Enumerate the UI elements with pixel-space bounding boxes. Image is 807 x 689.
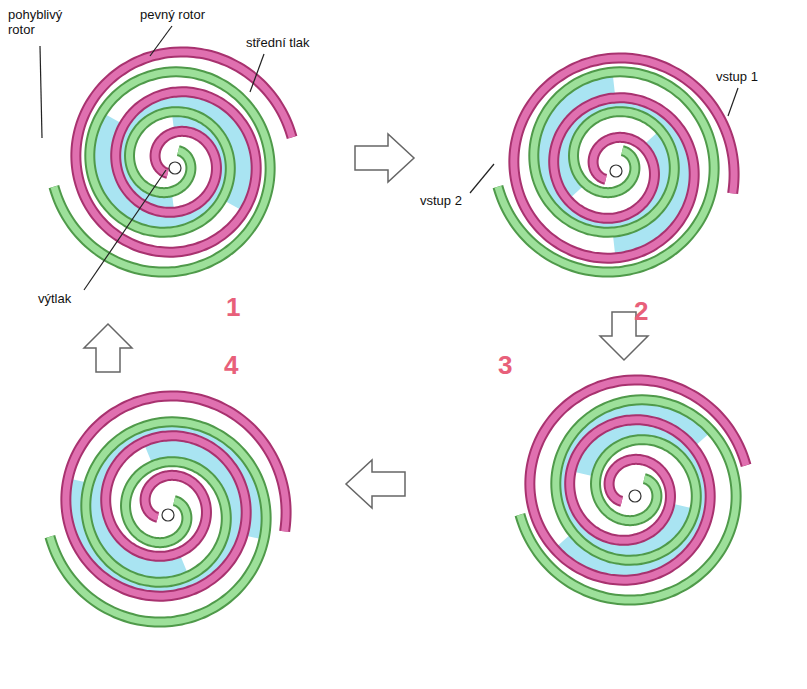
fixed-scroll [520, 400, 736, 600]
part-label: střední tlak [246, 36, 346, 51]
stage-number: 2 [634, 298, 674, 324]
scroll-stage [54, 52, 292, 272]
leader-line [728, 88, 738, 116]
fixed-scroll-outline [520, 400, 736, 600]
cycle-arrow [84, 324, 132, 372]
moving-scroll-outline [66, 396, 286, 596]
moving-scroll [66, 396, 286, 596]
part-label: vstup 2 [420, 194, 490, 209]
leader-line [250, 54, 264, 92]
moving-scroll-outline [76, 52, 292, 252]
cycle-arrow [355, 134, 414, 182]
scroll-spirals [50, 52, 746, 622]
part-label: pohyblivý rotor [8, 8, 80, 38]
leader-lines [40, 26, 738, 290]
stage-number: 4 [224, 352, 264, 378]
part-label: pevný rotor [140, 8, 240, 23]
stage-number: 1 [226, 294, 266, 320]
cycle-arrow [346, 460, 405, 508]
scroll-stage [498, 58, 734, 272]
part-label: výtlak [38, 292, 108, 307]
stage-number: 3 [498, 352, 538, 378]
leader-line [150, 26, 172, 56]
scroll-stage [50, 396, 286, 622]
moving-scroll-outline [530, 380, 746, 580]
moving-scroll [514, 58, 734, 258]
leader-line [84, 170, 166, 290]
moving-scroll [530, 380, 746, 580]
leader-line [40, 46, 42, 138]
discharge-port [169, 162, 181, 174]
discharge-port [629, 490, 641, 502]
part-label: vstup 1 [716, 70, 796, 85]
cycle-arrows [84, 134, 648, 508]
scroll-stage [520, 380, 746, 600]
discharge-port [610, 165, 622, 177]
moving-scroll-outline [514, 58, 734, 258]
leader-line [470, 164, 494, 193]
moving-scroll [76, 52, 292, 252]
discharge-port [162, 509, 174, 521]
